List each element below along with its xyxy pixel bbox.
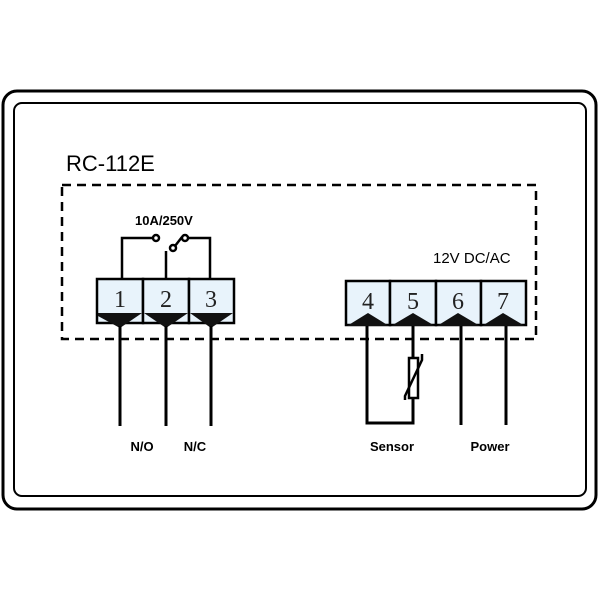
- relay-output-wires: [118, 326, 213, 426]
- relay-rating: 10A/250V: [135, 213, 193, 228]
- power-supply-rating: 12V DC/AC: [433, 250, 511, 267]
- nc-label: N/C: [184, 439, 207, 454]
- inner-frame: [13, 102, 587, 497]
- relay-terminal-block: 1 2 3: [95, 277, 236, 328]
- terminal-4-number: 4: [362, 289, 374, 315]
- device-boundary: [60, 183, 538, 341]
- sensor-label: Sensor: [370, 439, 414, 454]
- relay-contact: [120, 233, 212, 280]
- outer-frame: [1, 89, 598, 511]
- terminal-6-number: 6: [452, 289, 464, 315]
- sensor-wiring: [365, 326, 415, 425]
- input-terminal-block: 4 5 6 7: [344, 279, 528, 327]
- terminal-5-number: 5: [407, 289, 419, 315]
- terminal-2-number: 2: [160, 287, 172, 313]
- terminal-3-number: 3: [205, 287, 217, 313]
- thermistor-icon: [403, 354, 424, 400]
- terminal-7-number: 7: [497, 289, 509, 315]
- no-label: N/O: [130, 439, 153, 454]
- power-label: Power: [470, 439, 509, 454]
- power-wires: [459, 326, 508, 425]
- terminal-1-number: 1: [114, 287, 126, 313]
- model-title: RC-112E: [66, 151, 155, 176]
